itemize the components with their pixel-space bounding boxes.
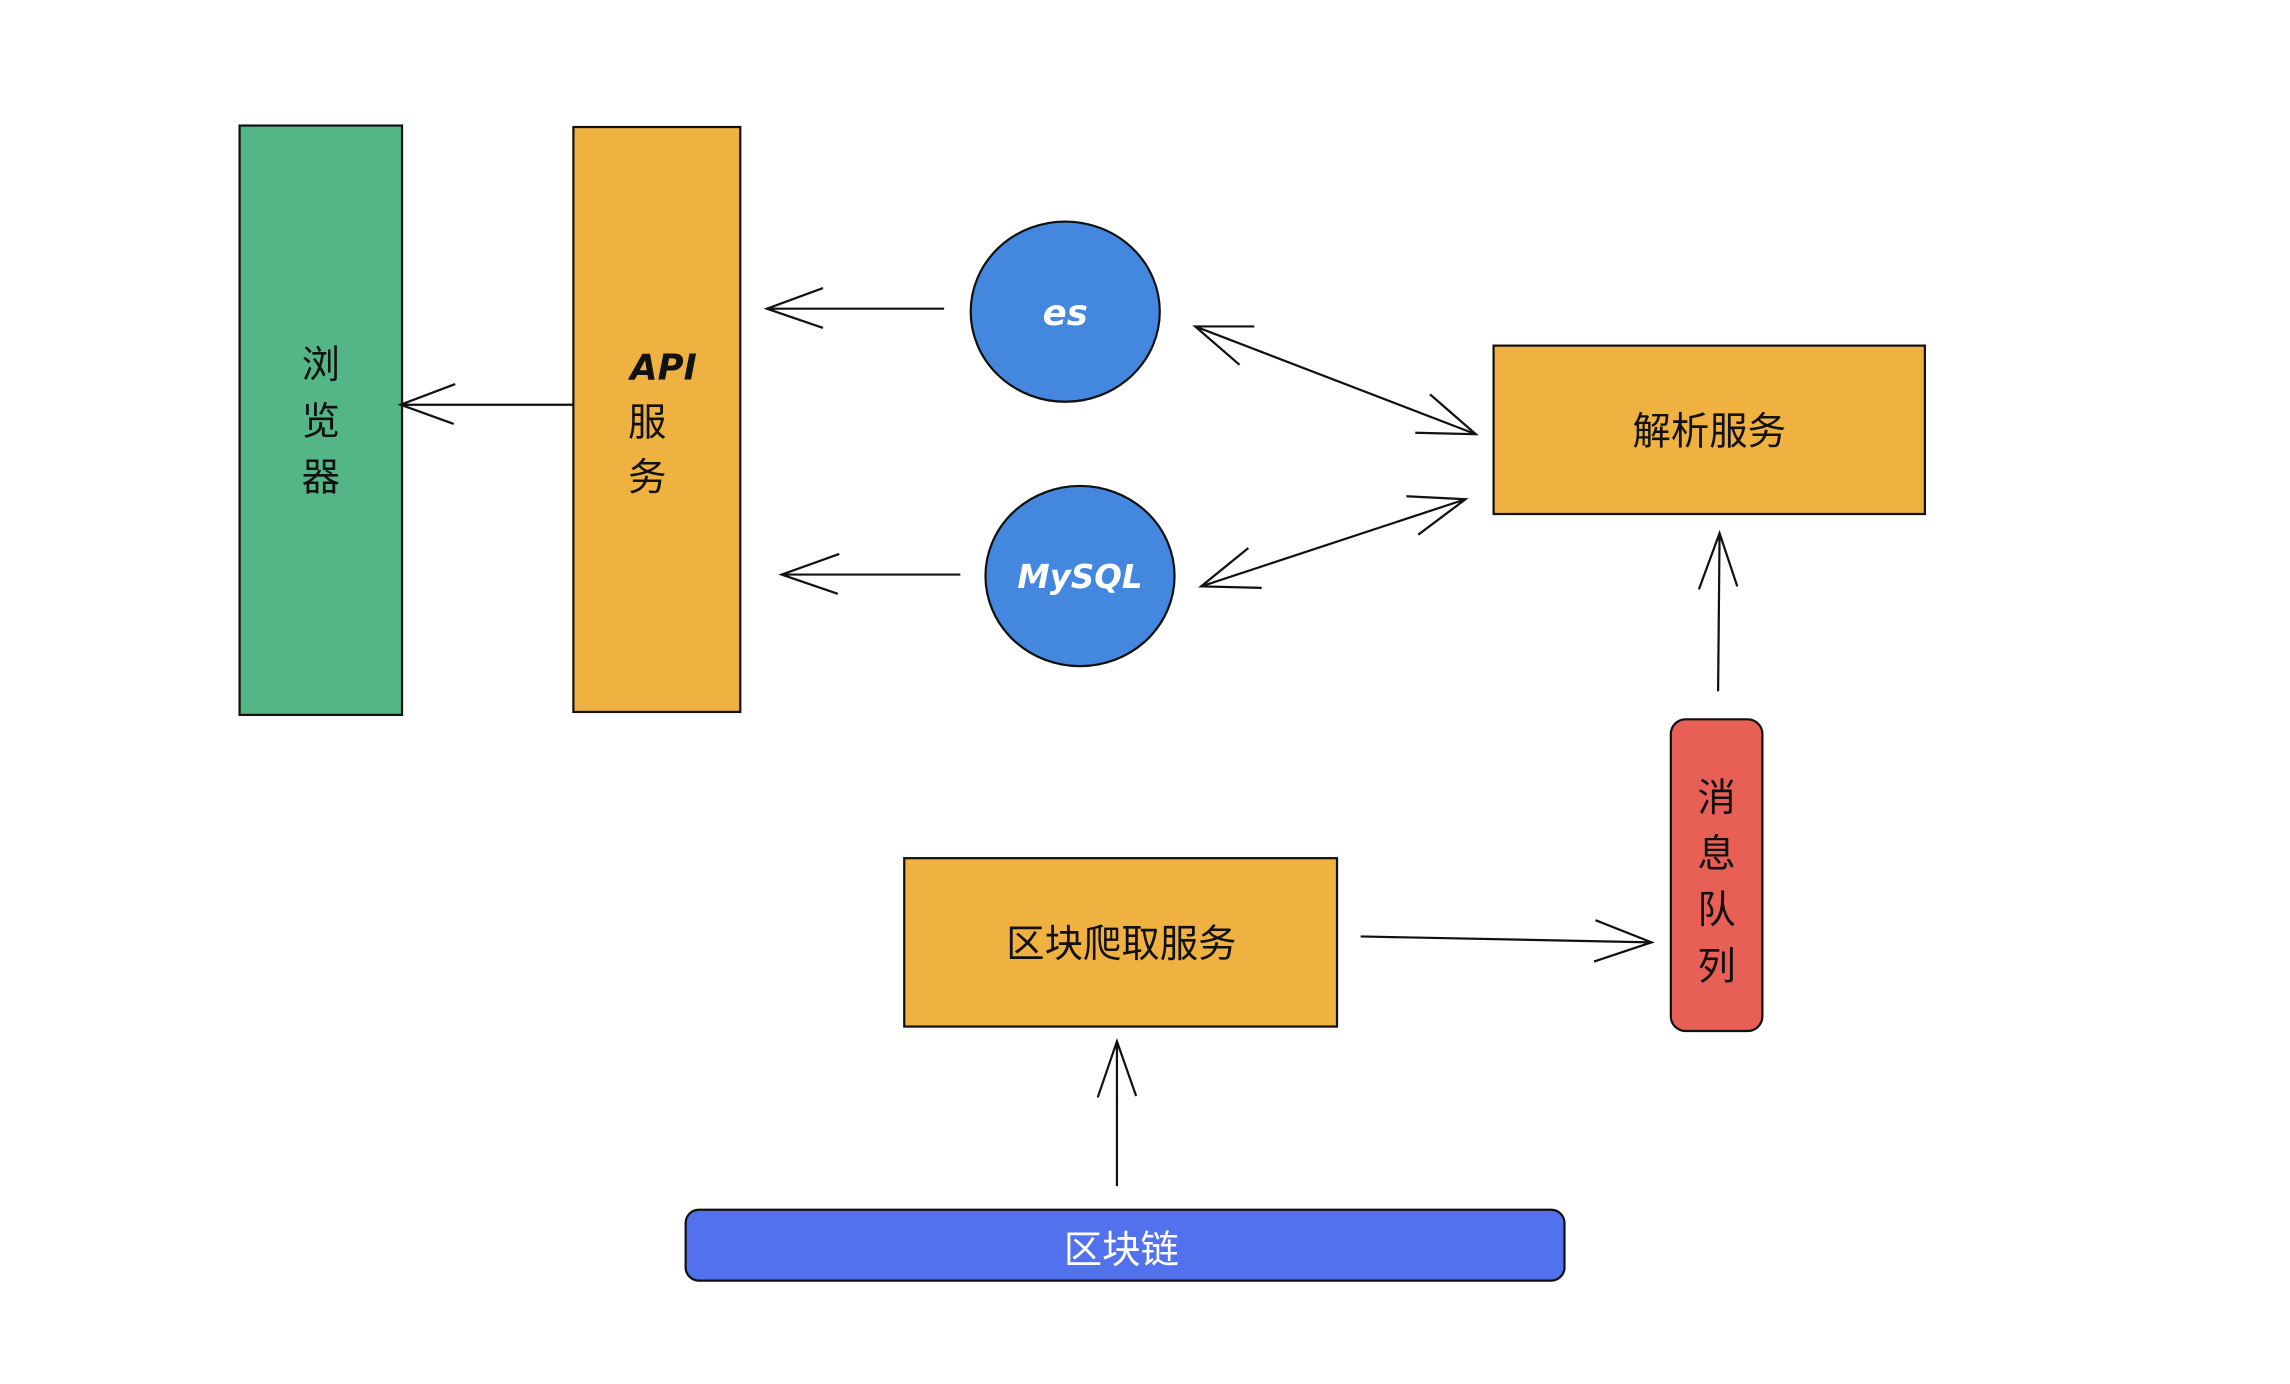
arrow-mysql-parser-bidirectional	[1198, 495, 1469, 589]
arrow-mysql-to-api	[778, 552, 961, 595]
queue-label-3: 队	[1697, 888, 1735, 933]
es-label: es	[1043, 293, 1088, 334]
queue-box	[1669, 718, 1764, 1033]
es-circle	[969, 220, 1161, 403]
node-crawler-service[interactable]: 区块爬取服务	[903, 857, 1339, 1028]
browser-label-1: 浏	[302, 343, 340, 388]
queue-label-4: 列	[1697, 944, 1735, 989]
api-label-3: 务	[628, 455, 666, 500]
node-message-queue[interactable]: 消 息 队 列	[1669, 718, 1764, 1033]
arrow-blockchain-to-crawler	[1096, 1037, 1138, 1187]
queue-label-2: 息	[1697, 832, 1735, 877]
arrow-es-parser-bidirectional	[1192, 325, 1479, 436]
node-browser[interactable]: 浏 览 器	[238, 124, 404, 717]
arrow-crawler-to-queue	[1360, 919, 1655, 963]
parser-box	[1492, 344, 1926, 516]
queue-label-1: 消	[1697, 776, 1735, 821]
node-blockchain[interactable]: 区块链	[684, 1208, 1566, 1282]
blockchain-label: 区块链	[1064, 1228, 1179, 1273]
arrow-api-to-browser	[397, 382, 574, 425]
node-es[interactable]: es	[969, 220, 1161, 403]
browser-label-2: 览	[302, 399, 340, 444]
mysql-label: MySQL	[1017, 558, 1142, 596]
arrow-queue-to-parser	[1697, 529, 1739, 692]
mysql-circle	[984, 484, 1176, 668]
arrow-es-to-api	[763, 286, 945, 329]
api-box	[572, 125, 742, 714]
node-api-service[interactable]: API 服 务	[572, 125, 742, 714]
parser-label: 解析服务	[1632, 410, 1786, 455]
browser-box	[238, 124, 404, 717]
node-mysql[interactable]: MySQL	[984, 484, 1176, 668]
api-label-2: 服	[628, 401, 666, 446]
crawler-box	[903, 857, 1339, 1028]
blockchain-box	[684, 1208, 1566, 1282]
api-label-1: API	[627, 348, 697, 389]
browser-label-3: 器	[302, 455, 340, 500]
crawler-label: 区块爬取服务	[1006, 922, 1236, 967]
node-parser-service[interactable]: 解析服务	[1492, 344, 1926, 516]
